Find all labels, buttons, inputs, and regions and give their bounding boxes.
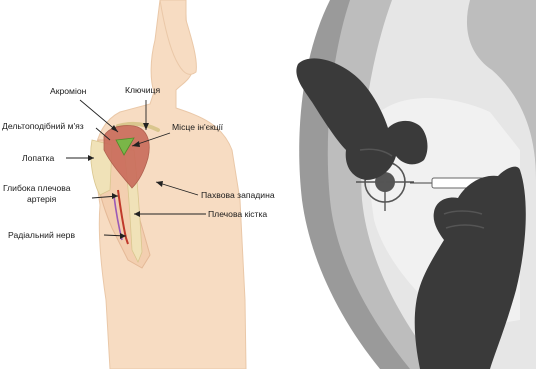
figure: Акроміон Ключиця Дельтоподібний м'яз Міс… [0, 0, 536, 369]
injection-illustration [0, 0, 536, 369]
